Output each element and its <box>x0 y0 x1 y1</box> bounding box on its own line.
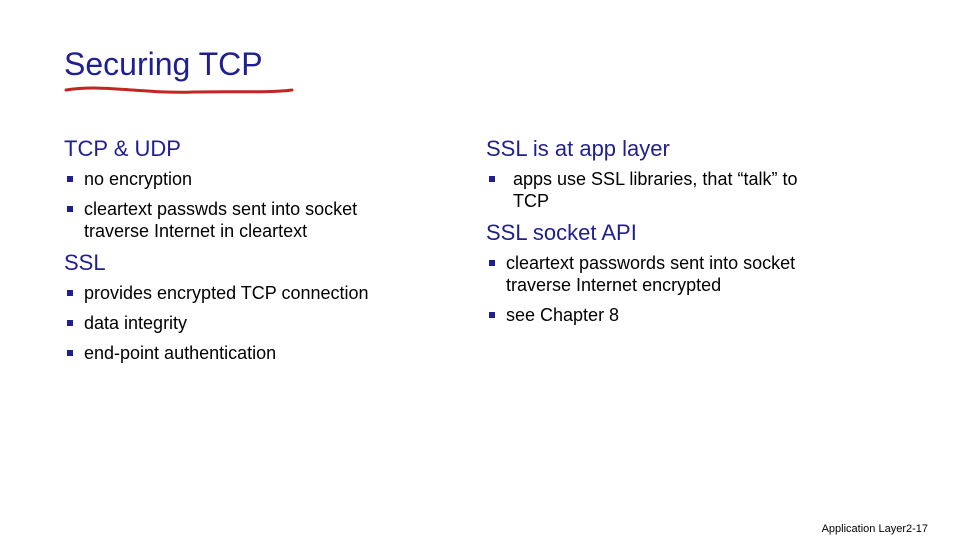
bullet-text: no encryption <box>84 169 193 189</box>
right-column: SSL is at app layer apps use SSL librari… <box>486 136 906 334</box>
title-underline <box>64 86 294 94</box>
list-item: data integrity <box>64 312 464 334</box>
ssl-app-layer-list: apps use SSL libraries, that “talk” to T… <box>486 168 906 212</box>
section-heading-ssl: SSL <box>64 250 106 275</box>
bullet-square-icon <box>67 290 73 296</box>
bullet-square-icon <box>67 350 73 356</box>
ssl-list: provides encrypted TCP connection data i… <box>64 282 464 364</box>
bullet-text: cleartext passwds sent into socket <box>84 199 358 219</box>
bullet-text: provides encrypted TCP connection <box>84 283 369 303</box>
list-item: no encryption <box>64 168 464 190</box>
bullet-text-continued: TCP <box>513 191 549 211</box>
list-item: cleartext passwords sent into socket tra… <box>486 252 906 296</box>
bullet-text: apps use SSL libraries, that “talk” to <box>513 169 798 189</box>
list-item: cleartext passwds sent into socket trave… <box>64 198 464 242</box>
bullet-text-continued: traverse Internet in cleartext <box>84 221 308 241</box>
bullet-text: data integrity <box>84 313 188 333</box>
list-item: see Chapter 8 <box>486 304 906 326</box>
ssl-socket-api-list: cleartext passwords sent into socket tra… <box>486 252 906 326</box>
bullet-square-icon <box>67 206 73 212</box>
section-heading-ssl-socket-api: SSL socket API <box>486 220 637 245</box>
bullet-square-icon <box>67 176 73 182</box>
list-item: end-point authentication <box>64 342 464 364</box>
list-item: apps use SSL libraries, that “talk” to T… <box>486 168 906 212</box>
bullet-square-icon <box>489 176 495 182</box>
bullet-text: see Chapter 8 <box>506 305 620 325</box>
list-item: provides encrypted TCP connection <box>64 282 464 304</box>
bullet-square-icon <box>489 260 495 266</box>
bullet-text-continued: traverse Internet encrypted <box>506 275 722 295</box>
slide-title: Securing TCP <box>64 46 263 82</box>
tcp-udp-list: no encryption cleartext passwds sent int… <box>64 168 464 242</box>
section-heading-ssl-app-layer: SSL is at app layer <box>486 136 670 161</box>
bullet-square-icon <box>489 312 495 318</box>
left-column: TCP & UDP no encryption cleartext passwd… <box>64 136 464 372</box>
underline-stroke <box>64 86 294 94</box>
bullet-text: end-point authentication <box>84 343 277 363</box>
bullet-text: cleartext passwords sent into socket <box>506 253 796 273</box>
section-heading-tcp-udp: TCP & UDP <box>64 136 181 161</box>
slide-footer: Application Layer2-17 <box>821 523 928 535</box>
bullet-square-icon <box>67 320 73 326</box>
